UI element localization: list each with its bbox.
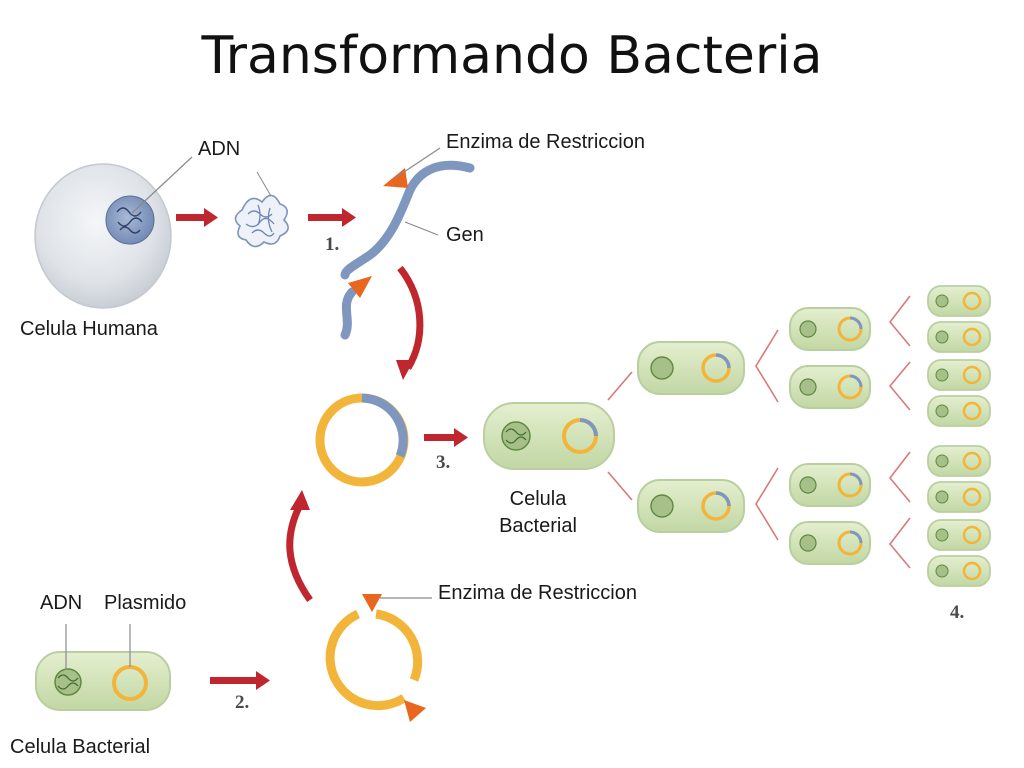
bacterial-cell-gen3-6 [927,481,991,513]
bacterial-cell-gen1-bottom [637,479,745,533]
label-adn-bottom: ADN [40,592,83,614]
label-celula-bacterial-mid-line2: Bacterial [499,515,577,537]
enzyme-mid-icon [348,276,372,298]
branch-lines-gen3 [888,295,911,569]
arrow-plasmid-to-cell [424,428,468,447]
arrow-dna-to-gene [308,208,356,227]
label-gen: Gen [446,224,484,246]
bacterial-cells-gen3 [927,285,991,587]
dna-tangle [234,171,289,248]
arrow-cell-to-cut-plasmid [210,671,270,690]
branch-lines-gen2 [755,329,779,541]
label-plasmido: Plasmido [104,592,187,614]
bacterial-cell-gen3-2 [927,321,991,353]
gene-strand [340,147,475,340]
transformed-bacterial-cell [483,402,615,470]
step-2: 2. [235,692,250,713]
bacterial-cell-gen3-8 [927,555,991,587]
nucleus [105,195,155,245]
slide-title: Transformando Bacteria [201,26,823,86]
bacterial-cell-gen3-4 [927,395,991,427]
bacterial-cell-gen2-2 [789,365,871,409]
step-4: 4. [950,602,965,623]
adn-pointer-line [131,156,193,214]
enzyme-bottom-top-icon [362,594,382,612]
label-adn-top: ADN [198,138,241,160]
bacterial-cell-gen3-3 [927,359,991,391]
recombinant-plasmid [315,393,409,487]
bacterial-cell-gen3-5 [927,445,991,477]
original-bacterial-cell [35,624,171,711]
branch-lines-gen1 [607,371,633,501]
label-enzima-bottom: Enzima de Restriccion [438,582,637,604]
bacterial-cell-gen2-4 [789,521,871,565]
step-3: 3. [436,452,451,473]
label-enzima-top: Enzima de Restriccion [446,131,645,153]
bacterial-cell-gen2-1 [789,307,871,351]
bacterial-cell-gen2-3 [789,463,871,507]
cut-plasmid [325,594,432,722]
enzyme-bottom-lower-icon [404,700,426,722]
label-celula-bacterial-bottom: Celula Bacterial [10,736,151,758]
label-celula-bacterial-mid: Celula Bacterial [480,488,596,538]
arrow-gene-to-plasmid [396,265,424,380]
bacterial-cell-gen3-1 [927,285,991,317]
label-celula-bacterial-mid-line1: Celula [509,488,567,510]
human-cell [34,156,193,309]
label-celula-humana: Celula Humana [20,318,158,340]
arrow-cut-plasmid-to-recombinant [286,490,313,603]
arrow-cell-to-dna [176,208,218,227]
bacterial-cell-gen3-7 [927,519,991,551]
bacterial-cell-gen1-top [637,341,745,395]
step-1: 1. [325,234,340,255]
